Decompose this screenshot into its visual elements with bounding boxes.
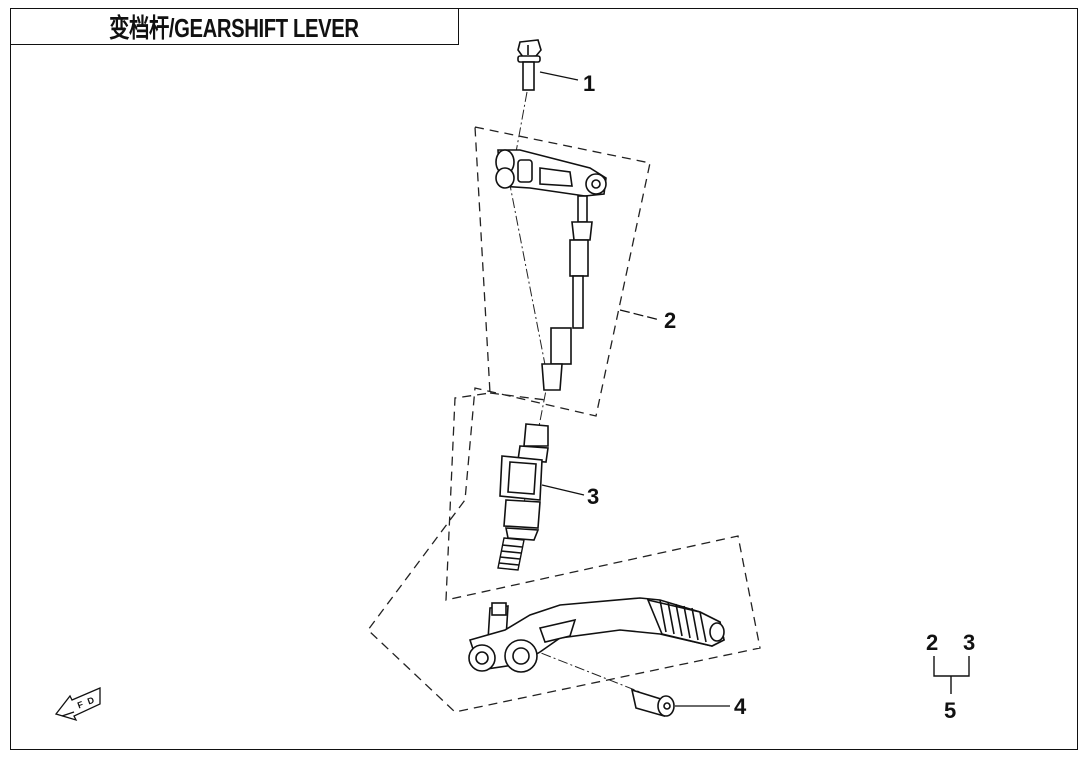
kit-legend-bracket [933, 656, 970, 677]
drawing-frame [10, 8, 1078, 750]
group-outline-3 [489, 392, 547, 401]
adjuster-sleeve-part [497, 423, 549, 571]
gearshift-pedal-part [468, 597, 725, 673]
callout-3: 3 [587, 484, 599, 509]
svg-text:F: F [76, 699, 85, 710]
pivot-bolt-part [630, 688, 675, 718]
callout-4: 4 [734, 694, 747, 719]
group-outline-2 [367, 126, 761, 713]
callout-1: 1 [583, 71, 595, 96]
kit-legend-item-2: 2 [926, 630, 938, 655]
leader-3 [541, 484, 585, 496]
fwd-arrow-icon: F D [54, 687, 101, 722]
callout-2: 2 [664, 308, 676, 333]
svg-text:D: D [86, 695, 96, 707]
kit-legend: 2 3 5 [926, 630, 975, 723]
kit-legend-result: 5 [944, 698, 956, 723]
page-title: 变档杆/GEARSHIFT LEVER [109, 12, 359, 43]
leader-1 [539, 71, 579, 81]
leader-2 [619, 309, 661, 321]
shift-arm-part [495, 149, 607, 391]
title-block: 变档杆/GEARSHIFT LEVER [10, 8, 459, 45]
kit-legend-item-3: 3 [963, 630, 975, 655]
flange-bolt-part [517, 39, 542, 91]
